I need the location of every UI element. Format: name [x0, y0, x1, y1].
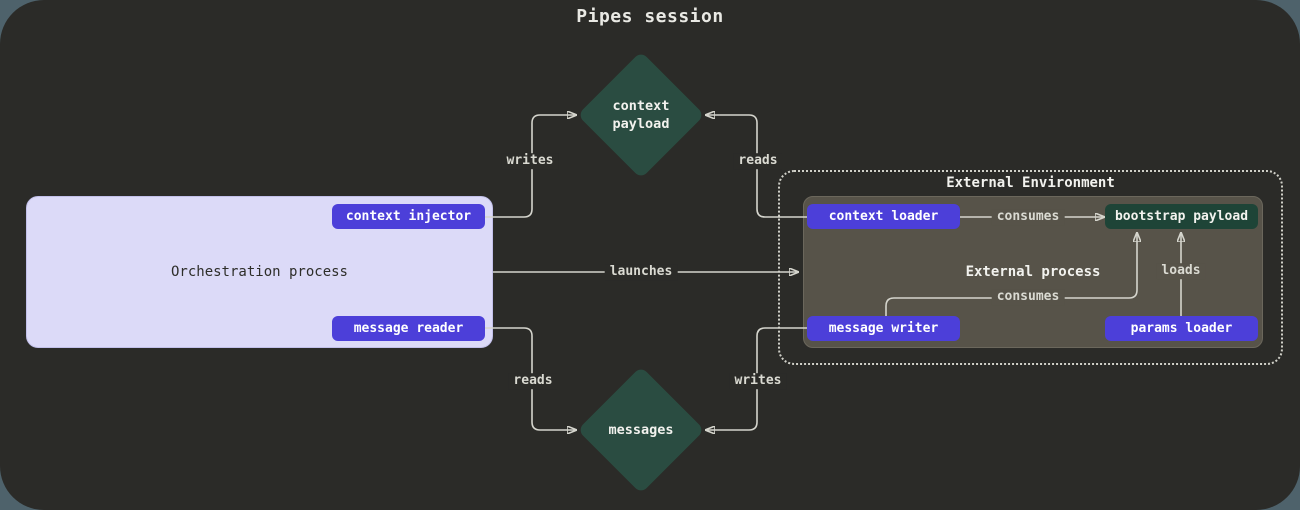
edge-label-loads: loads: [1156, 263, 1206, 279]
messages-label: messages: [608, 421, 674, 438]
external-environment-box: [778, 170, 1283, 365]
message-reader-node: message reader: [332, 316, 485, 341]
params-loader-node: params loader: [1105, 316, 1258, 341]
orchestration-process-label: Orchestration process: [170, 264, 348, 280]
context-payload-label: context payload: [612, 97, 670, 132]
edge-label-reads-top: reads: [733, 153, 783, 169]
external-environment-title: External Environment: [946, 175, 1115, 191]
edge-label-consumes-bottom: consumes: [991, 289, 1065, 305]
edge-label-writes-bottom: writes: [729, 373, 787, 389]
edge-label-reads-bottom: reads: [508, 373, 558, 389]
bootstrap-payload-node: bootstrap payload: [1105, 204, 1258, 229]
edge-label-consumes-top: consumes: [991, 209, 1065, 225]
message-writer-node: message writer: [807, 316, 960, 341]
diagram-title: Pipes session: [576, 6, 724, 27]
context-loader-node: context loader: [807, 204, 960, 229]
edge-label-launches: launches: [604, 264, 678, 280]
context-injector-node: context injector: [332, 204, 485, 229]
edge-label-writes-top: writes: [501, 153, 559, 169]
